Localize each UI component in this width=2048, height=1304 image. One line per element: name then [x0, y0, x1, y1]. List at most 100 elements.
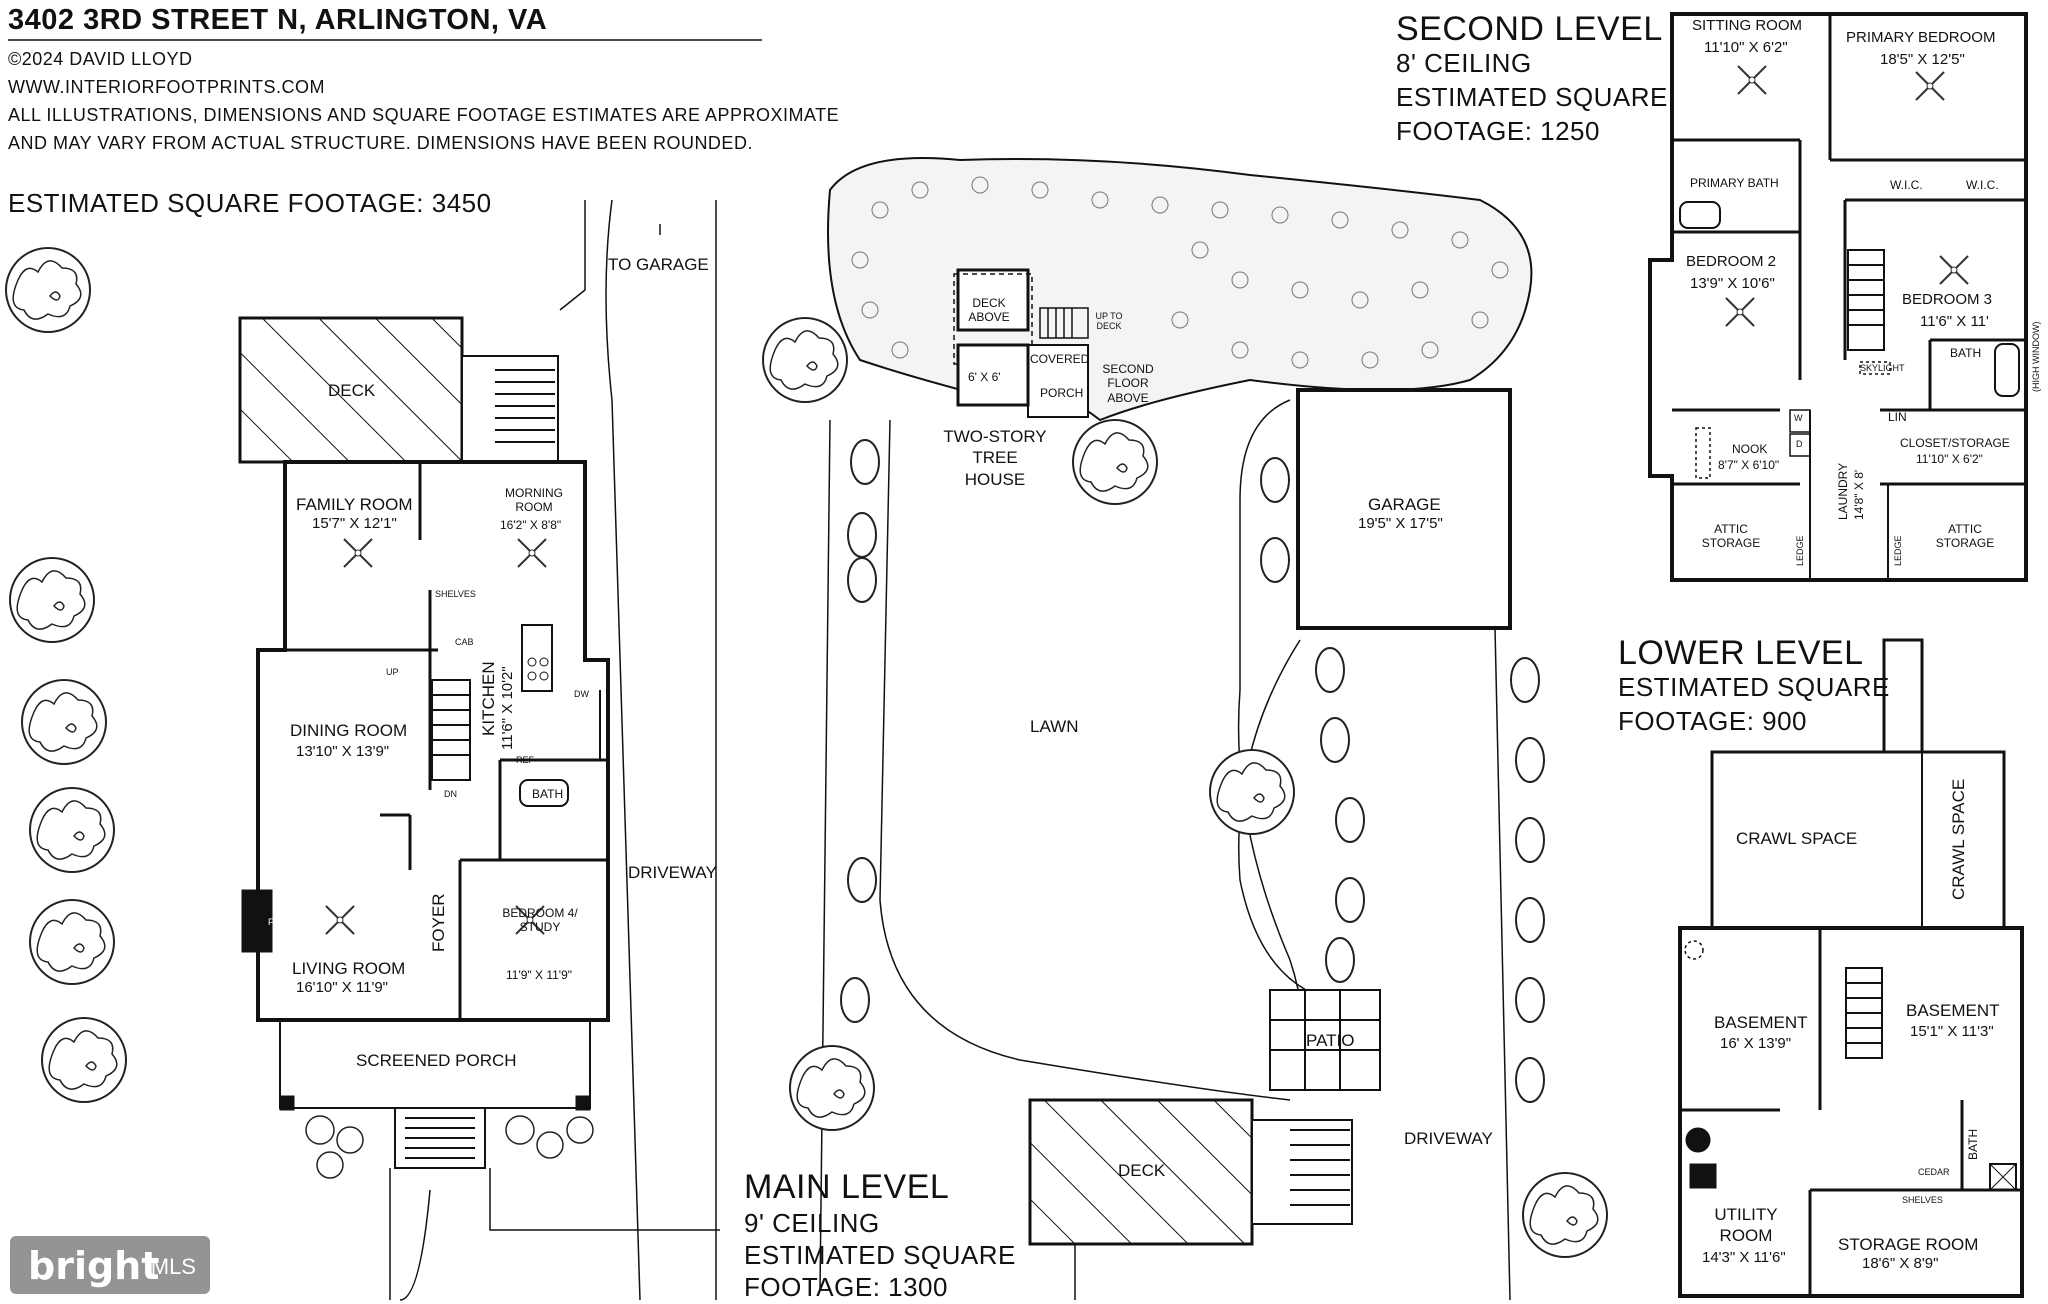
second-floor-above-label: SECOND FLOOR ABOVE [1102, 362, 1154, 405]
ledge-right-label: LEDGE [1893, 535, 1903, 566]
deck-above-label: DECK ABOVE [968, 296, 1010, 325]
porch-label: PORCH [1040, 386, 1084, 400]
covered-label: COVERED [1030, 352, 1090, 366]
patio-label: PATIO [1306, 1031, 1355, 1050]
closet-dim: 11'10" X 6'2" [1916, 452, 1983, 466]
second-level-sqft-2: FOOTAGE: 1250 [1396, 116, 1600, 146]
lower-level-plan [1678, 638, 2024, 1298]
bedroom4-dim: 11'9" X 11'9" [506, 968, 573, 982]
sitting-room-dim: 11'10" X 6'2" [1704, 39, 1788, 56]
ledge-left-label: LEDGE [1795, 535, 1805, 566]
basement-left-dim: 16' X 13'9" [1720, 1035, 1792, 1052]
lower-shelves-label: SHELVES [1902, 1195, 1943, 1205]
lower-level-sqft-2: FOOTAGE: 900 [1618, 706, 1808, 736]
dining-room-label: DINING ROOM [290, 721, 408, 740]
living-room-dim: 16'10" X 11'9" [296, 979, 388, 996]
bedroom4-label: BEDROOM 4/ STUDY [502, 906, 578, 935]
washer-label: W [1794, 413, 1803, 423]
crawl-space-right-label: CRAWL SPACE [1949, 778, 1968, 900]
up-label: UP [386, 667, 399, 677]
bright-mls-watermark: bright MLS [10, 1236, 210, 1294]
cab-label: CAB [455, 637, 474, 647]
basement-left-label: BASEMENT [1714, 1013, 1808, 1032]
wic-right-label: W.I.C. [1966, 178, 1999, 192]
address-title: 3402 3RD STREET N, ARLINGTON, VA [8, 4, 548, 36]
ref-label: REF [516, 755, 534, 765]
second-level-plan [1648, 12, 2028, 582]
main-level-sqft-1: ESTIMATED SQUARE [744, 1240, 1016, 1270]
lower-level-title: LOWER LEVEL [1618, 634, 1864, 672]
bedroom3-label: BEDROOM 3 [1902, 291, 1993, 308]
basement-right-dim: 15'1" X 11'3" [1910, 1023, 1994, 1040]
lower-bath-label: BATH [1966, 1128, 1980, 1160]
screened-porch-label: SCREENED PORCH [356, 1051, 517, 1070]
left-driveway [559, 199, 661, 1301]
bedroom3-dim: 11'6" X 11' [1920, 313, 1989, 330]
attic-storage-left-label: ATTIC STORAGE [1701, 522, 1761, 551]
morning-room-label: MORNING ROOM [505, 486, 563, 515]
shelves-label: SHELVES [435, 589, 476, 599]
kitchen-dim: 11'6" X 10'2" [499, 666, 516, 750]
driveway-right-label: DRIVEWAY [1404, 1129, 1493, 1148]
left-trees [5, 247, 127, 1103]
total-sqft: ESTIMATED SQUARE FOOTAGE: 3450 [8, 188, 492, 218]
bath-label: BATH [532, 787, 564, 801]
morning-room-dim: 16'2" X 8'8" [500, 518, 562, 532]
upper-bath-label: BATH [1950, 346, 1982, 360]
kitchen-label: KITCHEN [479, 661, 498, 736]
foyer-label: FOYER [429, 893, 448, 952]
sitting-room-label: SITTING ROOM [1692, 17, 1802, 34]
dining-room-dim: 13'10" X 13'9" [296, 743, 390, 760]
wic-left-label: W.I.C. [1890, 178, 1923, 192]
driveway-left-label: DRIVEWAY [628, 863, 717, 882]
main-level-sqft-2: FOOTAGE: 1300 [744, 1272, 948, 1302]
tree-house-label: TWO-STORY TREE HOUSE [943, 427, 1047, 489]
dryer-label: D [1796, 439, 1803, 449]
utility-room-label: UTILITY ROOM [1714, 1205, 1778, 1246]
second-level-ceiling: 8' CEILING [1396, 48, 1532, 78]
nook-label: NOOK [1732, 442, 1768, 456]
living-room-label: LIVING ROOM [292, 959, 406, 978]
laundry-label: LAUNDRY [1836, 462, 1850, 520]
primary-bath-label: PRIMARY BATH [1690, 176, 1779, 190]
disclaimer-line-2: AND MAY VARY FROM ACTUAL STRUCTURE. DIME… [8, 133, 753, 153]
second-level-sqft-1: ESTIMATED SQUARE [1396, 82, 1668, 112]
lawn-label: LAWN [1030, 717, 1079, 736]
main-level-plan [238, 316, 720, 1301]
bottom-deck-label: DECK [1118, 1161, 1166, 1180]
garage-dim: 19'5" X 17'5" [1358, 515, 1443, 532]
basement-right-label: BASEMENT [1906, 1001, 2000, 1020]
copyright: ©2024 DAVID LLOYD [8, 49, 193, 69]
primary-bedroom-label: PRIMARY BEDROOM [1846, 29, 1996, 46]
fireplace-label: FP [268, 917, 280, 927]
nook-dim: 8'7" X 6'10" [1718, 458, 1780, 472]
family-room-label: FAMILY ROOM [296, 495, 413, 514]
cedar-label: CEDAR [1918, 1167, 1950, 1177]
lower-level-sqft-1: ESTIMATED SQUARE [1618, 672, 1890, 702]
skylight-label: SKYLIGHT [1860, 363, 1905, 373]
bedroom2-dim: 13'9" X 10'6" [1690, 275, 1775, 292]
porch-shrubs [305, 1115, 594, 1179]
high-window-label: (HIGH WINDOW) [2031, 321, 2041, 392]
dw-label: DW [574, 689, 589, 699]
garage-label: GARAGE [1368, 495, 1441, 514]
treehouse-room-dim: 6' X 6' [968, 370, 1001, 384]
up-to-deck-label: UP TO DECK [1095, 311, 1123, 331]
website: WWW.INTERIORFOOTPRINTS.COM [8, 77, 325, 97]
main-level-title: MAIN LEVEL [744, 1168, 950, 1206]
second-level-title: SECOND LEVEL [1396, 10, 1663, 48]
main-level-ceiling: 9' CEILING [744, 1208, 880, 1238]
crawl-space-left-label: CRAWL SPACE [1736, 829, 1858, 848]
primary-bedroom-dim: 18'5" X 12'5" [1880, 51, 1965, 68]
dn-label: DN [444, 789, 457, 799]
storage-room-label: STORAGE ROOM [1838, 1235, 1979, 1254]
bedroom2-label: BEDROOM 2 [1686, 253, 1777, 270]
linen-label: LIN [1888, 410, 1907, 424]
site-plan [819, 157, 1533, 1301]
to-garage-label: TO GARAGE [608, 255, 709, 274]
storage-room-dim: 18'6" X 8'9" [1862, 1255, 1939, 1272]
deck-label: DECK [328, 381, 376, 400]
watermark-suffix: MLS [150, 1254, 196, 1279]
attic-storage-right-label: ATTIC STORAGE [1935, 522, 1995, 551]
